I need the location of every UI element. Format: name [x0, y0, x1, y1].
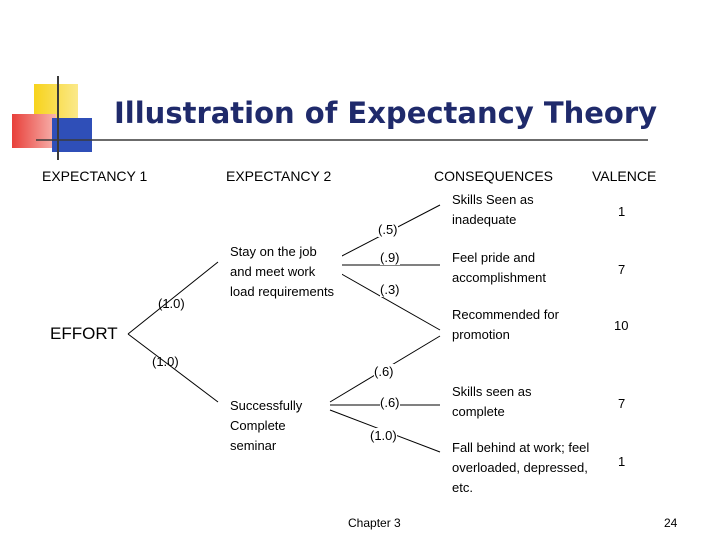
valence-fall-behind: 1 — [618, 454, 626, 469]
consequence-feel-pride: Feel pride and accomplishment — [452, 250, 546, 285]
valence-skills-inadequate: 1 — [618, 204, 626, 219]
header-valence: VALENCE — [592, 168, 657, 184]
consequence-skills-complete: Skills seen as complete — [452, 384, 532, 419]
consequence-fall-behind: Fall behind at work; feel overloaded, de… — [452, 440, 590, 495]
connector-effort-to-outcome1 — [127, 261, 219, 335]
consequence-skills-inadequate: Skills Seen as inadequate — [452, 192, 534, 227]
prob-outcome1-c3: (.3) — [380, 282, 400, 297]
expectancy1-prob-outcome2: (1.0) — [152, 354, 179, 369]
header-consequences: CONSEQUENCES — [434, 168, 554, 184]
valence-feel-pride: 7 — [618, 262, 626, 277]
page-number: 24 — [664, 516, 678, 530]
effort-label: EFFORT — [50, 324, 118, 343]
outcome-complete-seminar: Successfully Complete seminar — [230, 398, 303, 453]
header-expectancy2: EXPECTANCY 2 — [226, 168, 332, 184]
valence-recommended-promotion: 10 — [614, 318, 629, 333]
page-title: Illustration of Expectancy Theory — [114, 96, 658, 130]
valence-skills-complete: 7 — [618, 396, 626, 411]
connector-outcome1-to-c3 — [337, 271, 441, 331]
footer-chapter: Chapter 3 — [348, 516, 401, 530]
prob-outcome2-c5: (1.0) — [370, 428, 397, 443]
prob-outcome2-c3: (.6) — [374, 364, 394, 379]
connector-effort-to-outcome2 — [127, 333, 219, 403]
header-expectancy1: EXPECTANCY 1 — [42, 168, 148, 184]
prob-outcome1-c2: (.9) — [380, 250, 400, 265]
expectancy1-prob-outcome1: (1.0) — [158, 296, 185, 311]
prob-outcome1-c1: (.5) — [378, 222, 398, 237]
consequence-recommended-promotion: Recommended for promotion — [452, 307, 559, 342]
prob-outcome2-c4: (.6) — [380, 395, 400, 410]
outcome-stay-on-job: Stay on the job and meet work load requi… — [230, 242, 342, 302]
